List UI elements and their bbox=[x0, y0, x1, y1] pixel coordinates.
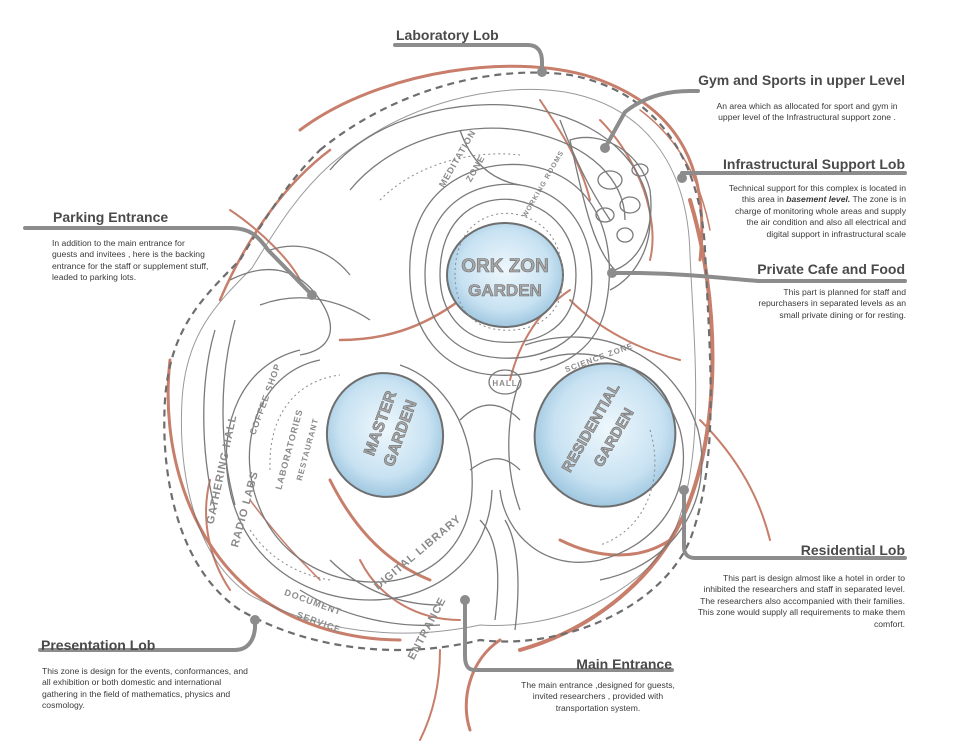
infrastructural-title: Infrastructural Support Lob bbox=[723, 156, 905, 172]
cafe-description: This part is planned for staff and repur… bbox=[758, 287, 906, 320]
infra-desc-emphasis: basement level. bbox=[786, 194, 851, 205]
entrance-label: ENTRANCE bbox=[406, 595, 449, 662]
main-entrance-description: The main entrance ,designed for guests, … bbox=[521, 680, 675, 713]
residential-garden bbox=[533, 362, 677, 508]
dotted-details bbox=[249, 153, 656, 581]
site-boundary bbox=[163, 71, 712, 652]
working-rooms-label: WORKING ROOMS bbox=[522, 150, 566, 219]
infra-desc-part-2: The zone is in charge of monitoring whol… bbox=[734, 194, 906, 239]
parking-description: In addition to the main entrance for gue… bbox=[52, 238, 209, 283]
work-zone-garden-label: ORK ZON bbox=[461, 256, 549, 277]
hall-label: HALL bbox=[492, 379, 517, 388]
document-label: DOCUMENT bbox=[283, 587, 343, 617]
parking-title: Parking Entrance bbox=[53, 209, 169, 225]
gym-description: An area which as allocated for sport and… bbox=[716, 101, 898, 123]
residential-description: This part is design almost like a hotel … bbox=[697, 573, 905, 629]
presentation-description: This zone is design for the events, conf… bbox=[42, 666, 248, 711]
master-garden bbox=[325, 372, 445, 498]
building-outlines bbox=[203, 103, 703, 631]
gym-title: Gym and Sports in upper Level bbox=[698, 72, 905, 88]
leader-endpoints bbox=[250, 67, 689, 625]
work-zone-garden bbox=[446, 222, 564, 328]
cafe-title: Private Cafe and Food bbox=[757, 261, 905, 277]
presentation-title: Presentation Lob bbox=[41, 637, 156, 653]
infrastructural-description: Technical support for this complex is lo… bbox=[728, 183, 906, 240]
coffee-shop-label: COFFEE SHOP bbox=[248, 362, 283, 436]
infra-desc-part-1: Technical support for this complex is lo… bbox=[728, 183, 906, 205]
residential-title: Residential Lob bbox=[800, 542, 905, 558]
laboratory-lob-title: Laboratory Lob bbox=[396, 27, 499, 43]
main-entrance-title: Main Entrance bbox=[576, 656, 672, 672]
work-zone-garden-label-2: GARDEN bbox=[468, 281, 542, 300]
